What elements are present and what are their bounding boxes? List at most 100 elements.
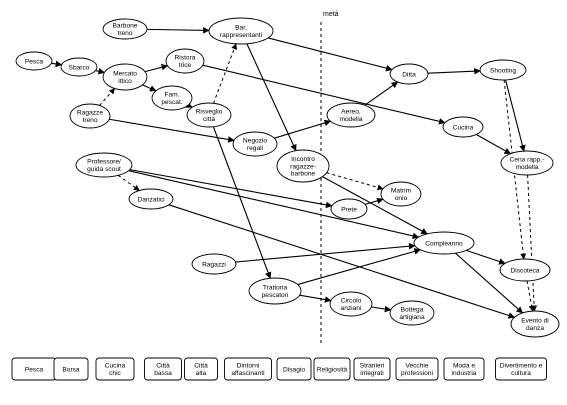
node-label: Negozio: [243, 138, 268, 145]
node-cucina[interactable]: Cucina: [442, 116, 484, 138]
node-label: città: [203, 116, 215, 123]
node-label: rappresentanti: [220, 32, 263, 39]
edge-negozio-to-aereo: [274, 119, 332, 139]
edge-risveglio-to-trattoria: [212, 126, 272, 279]
node-label: anziani: [341, 305, 362, 312]
node-label: Sbarco: [69, 64, 90, 71]
node-label: Compleanno: [425, 240, 463, 247]
node-label: artigiana: [399, 314, 425, 321]
node-label: modella: [515, 164, 538, 171]
node-shooting[interactable]: Shooting: [479, 59, 527, 81]
node-prete[interactable]: Prete: [330, 198, 368, 220]
node-ellipse: [102, 18, 148, 40]
node-label: Cucina: [453, 124, 474, 131]
node-bar[interactable]: Bar,rappresentanti: [208, 17, 274, 45]
node-ellipse: [389, 300, 435, 326]
node-compleanno[interactable]: Compleanno: [413, 231, 475, 255]
legend-label: Cucina: [105, 363, 126, 370]
node-label: Discoteca: [511, 267, 540, 274]
node-ellipse: [232, 131, 278, 157]
node-ellipse: [380, 181, 422, 207]
node-ellipse: [102, 63, 148, 91]
node-cena[interactable]: Cena rapp.-modella: [500, 150, 554, 176]
node-label: Ragazze: [77, 110, 103, 117]
node-label: Fam.: [164, 92, 179, 99]
node-ellipse: [276, 149, 330, 183]
edge-bar-to-ditta: [267, 37, 393, 72]
node-ellipse: [389, 63, 429, 85]
legend-box: [95, 357, 135, 381]
node-ellipse: [326, 102, 376, 128]
node-ellipse: [330, 198, 368, 220]
edge-bar-to-incontro: [246, 43, 297, 152]
node-label: Bottega: [401, 307, 424, 314]
node-ragazzi[interactable]: Ragazzi: [191, 253, 237, 275]
node-label: Barbone: [113, 23, 138, 30]
edge-compleanno-to-discoteca: [466, 249, 506, 265]
node-aereo[interactable]: Aereo,modella: [326, 102, 376, 128]
legend-item: Pesca: [11, 357, 57, 381]
legend-box: [53, 357, 89, 381]
node-label: Danzatici: [137, 196, 165, 203]
legend-label: Vecchie: [405, 363, 428, 370]
edge-aereo-to-ditta: [364, 81, 399, 106]
node-label: Risveglio: [196, 109, 223, 116]
node-label: treno: [82, 117, 97, 124]
node-ellipse: [191, 253, 237, 275]
edge-cena-to-evento: [527, 174, 538, 312]
legend-label: Borsa: [62, 366, 80, 373]
node-danzatici[interactable]: Danzatici: [128, 188, 174, 210]
node-ellipse: [151, 85, 193, 111]
node-fam_pescat[interactable]: Fam.pescat.: [151, 85, 193, 111]
node-label: Bar,: [235, 25, 247, 32]
legend-item: Borsa: [53, 357, 89, 381]
edge-discoteca-to-evento: [526, 280, 535, 312]
node-discoteca[interactable]: Discoteca: [499, 258, 551, 282]
edge-trattoria-to-circolo: [299, 294, 332, 303]
edge-ragazze_treno-to-mercato: [99, 88, 116, 106]
edge-ristoratrice-to-cucina: [202, 64, 446, 125]
node-label: Ragazzi: [202, 261, 226, 268]
node-professore[interactable]: Professore/guida scout: [75, 152, 133, 178]
edge-shooting-to-cena: [505, 79, 526, 152]
node-sbarco[interactable]: Sbarco: [60, 57, 98, 77]
legend-label: Dintorni: [237, 363, 260, 370]
legend-label: integrati: [360, 370, 384, 377]
edge-pesca-to-sbarco: [51, 60, 63, 68]
node-ellipse: [165, 48, 205, 74]
node-pesca[interactable]: Pesca: [15, 51, 53, 71]
node-ellipse: [60, 57, 98, 77]
node-ditta[interactable]: Ditta: [389, 63, 429, 85]
node-label: regali: [247, 145, 264, 152]
node-ellipse: [248, 277, 302, 305]
legend-label: professioni: [401, 370, 433, 377]
node-label: Aereo,: [341, 109, 361, 116]
node-label: Ristora: [175, 55, 196, 62]
node-ellipse: [128, 188, 174, 210]
node-label: ragazze-: [290, 163, 316, 170]
legend-label: chic: [109, 370, 121, 377]
node-ellipse: [75, 152, 133, 178]
node-label: Cena rapp.-: [510, 157, 545, 164]
node-label: pescat.: [161, 99, 182, 106]
